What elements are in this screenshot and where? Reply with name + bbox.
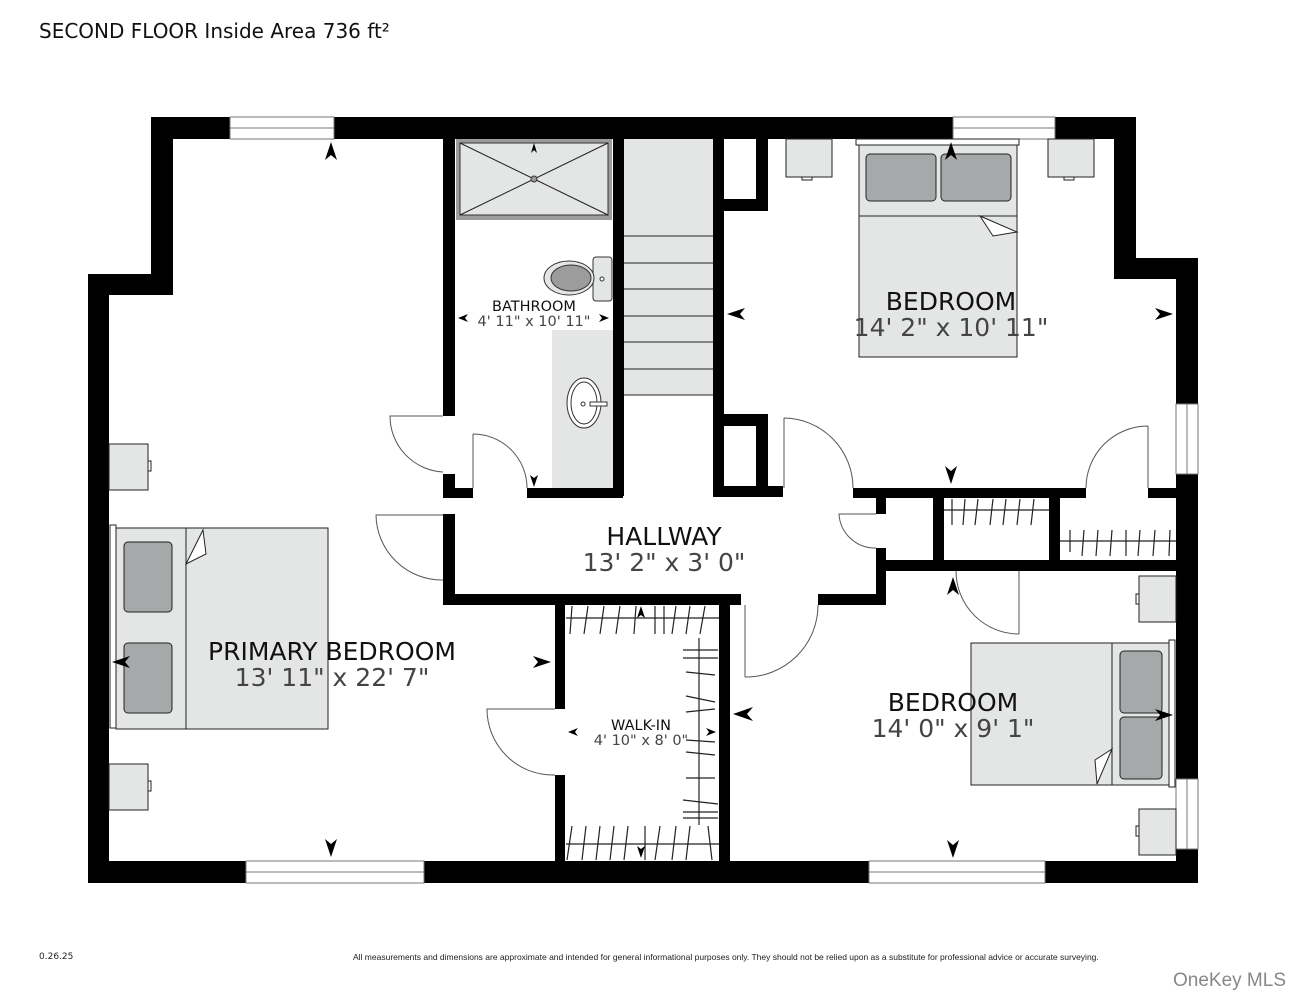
room-name: BEDROOM: [885, 287, 1017, 316]
room-dimensions: 14' 0" x 9' 1": [871, 714, 1035, 744]
disclaimer: All measurements and dimensions are appr…: [353, 952, 1099, 962]
room-dimensions: 13' 11" x 22' 7": [234, 663, 430, 693]
toilet: [543, 256, 613, 302]
plan-date: 0.26.25: [39, 952, 74, 962]
windows: [229, 116, 1199, 884]
room-dimensions: 4' 11" x 10' 11": [477, 314, 591, 331]
vanity: [552, 330, 613, 488]
se-bed: [970, 639, 1176, 788]
brand-watermark: OneKey MLS: [1173, 970, 1286, 991]
room-name: HALLWAY: [606, 522, 722, 551]
room-name: PRIMARY BEDROOM: [208, 637, 456, 666]
closet-rods: [566, 498, 1176, 861]
room-label-hallway: HALLWAY 13' 2" x 3' 0": [582, 522, 746, 578]
room-name: WALK-IN: [611, 718, 671, 734]
floor-title: SECOND FLOOR Inside Area 736 ft²: [39, 19, 390, 43]
ne-bed: [855, 138, 1020, 358]
primary-bed: [109, 524, 329, 730]
staircase: [624, 139, 713, 396]
room-label-bathroom: BATHROOM 4' 11" x 10' 11": [477, 299, 591, 331]
shower: [456, 139, 612, 220]
room-dimensions: 4' 10" x 8' 0": [593, 733, 689, 750]
room-dimensions: 13' 2" x 3' 0": [582, 548, 746, 578]
room-dimensions: 14' 2" x 10' 11": [853, 313, 1049, 343]
room-label-walk-in: WALK-IN 4' 10" x 8' 0": [593, 718, 689, 750]
measurement-arrows: [112, 142, 1173, 858]
nightstands: [108, 138, 1177, 856]
room-label-primary-bedroom: PRIMARY BEDROOM 13' 11" x 22' 7": [208, 637, 456, 693]
room-name: BEDROOM: [887, 688, 1019, 717]
room-label-bedroom-ne: BEDROOM 14' 2" x 10' 11": [853, 287, 1049, 343]
room-label-bedroom-se: BEDROOM 14' 0" x 9' 1": [871, 688, 1035, 744]
room-name: BATHROOM: [492, 299, 576, 315]
doors: [375, 415, 1149, 776]
